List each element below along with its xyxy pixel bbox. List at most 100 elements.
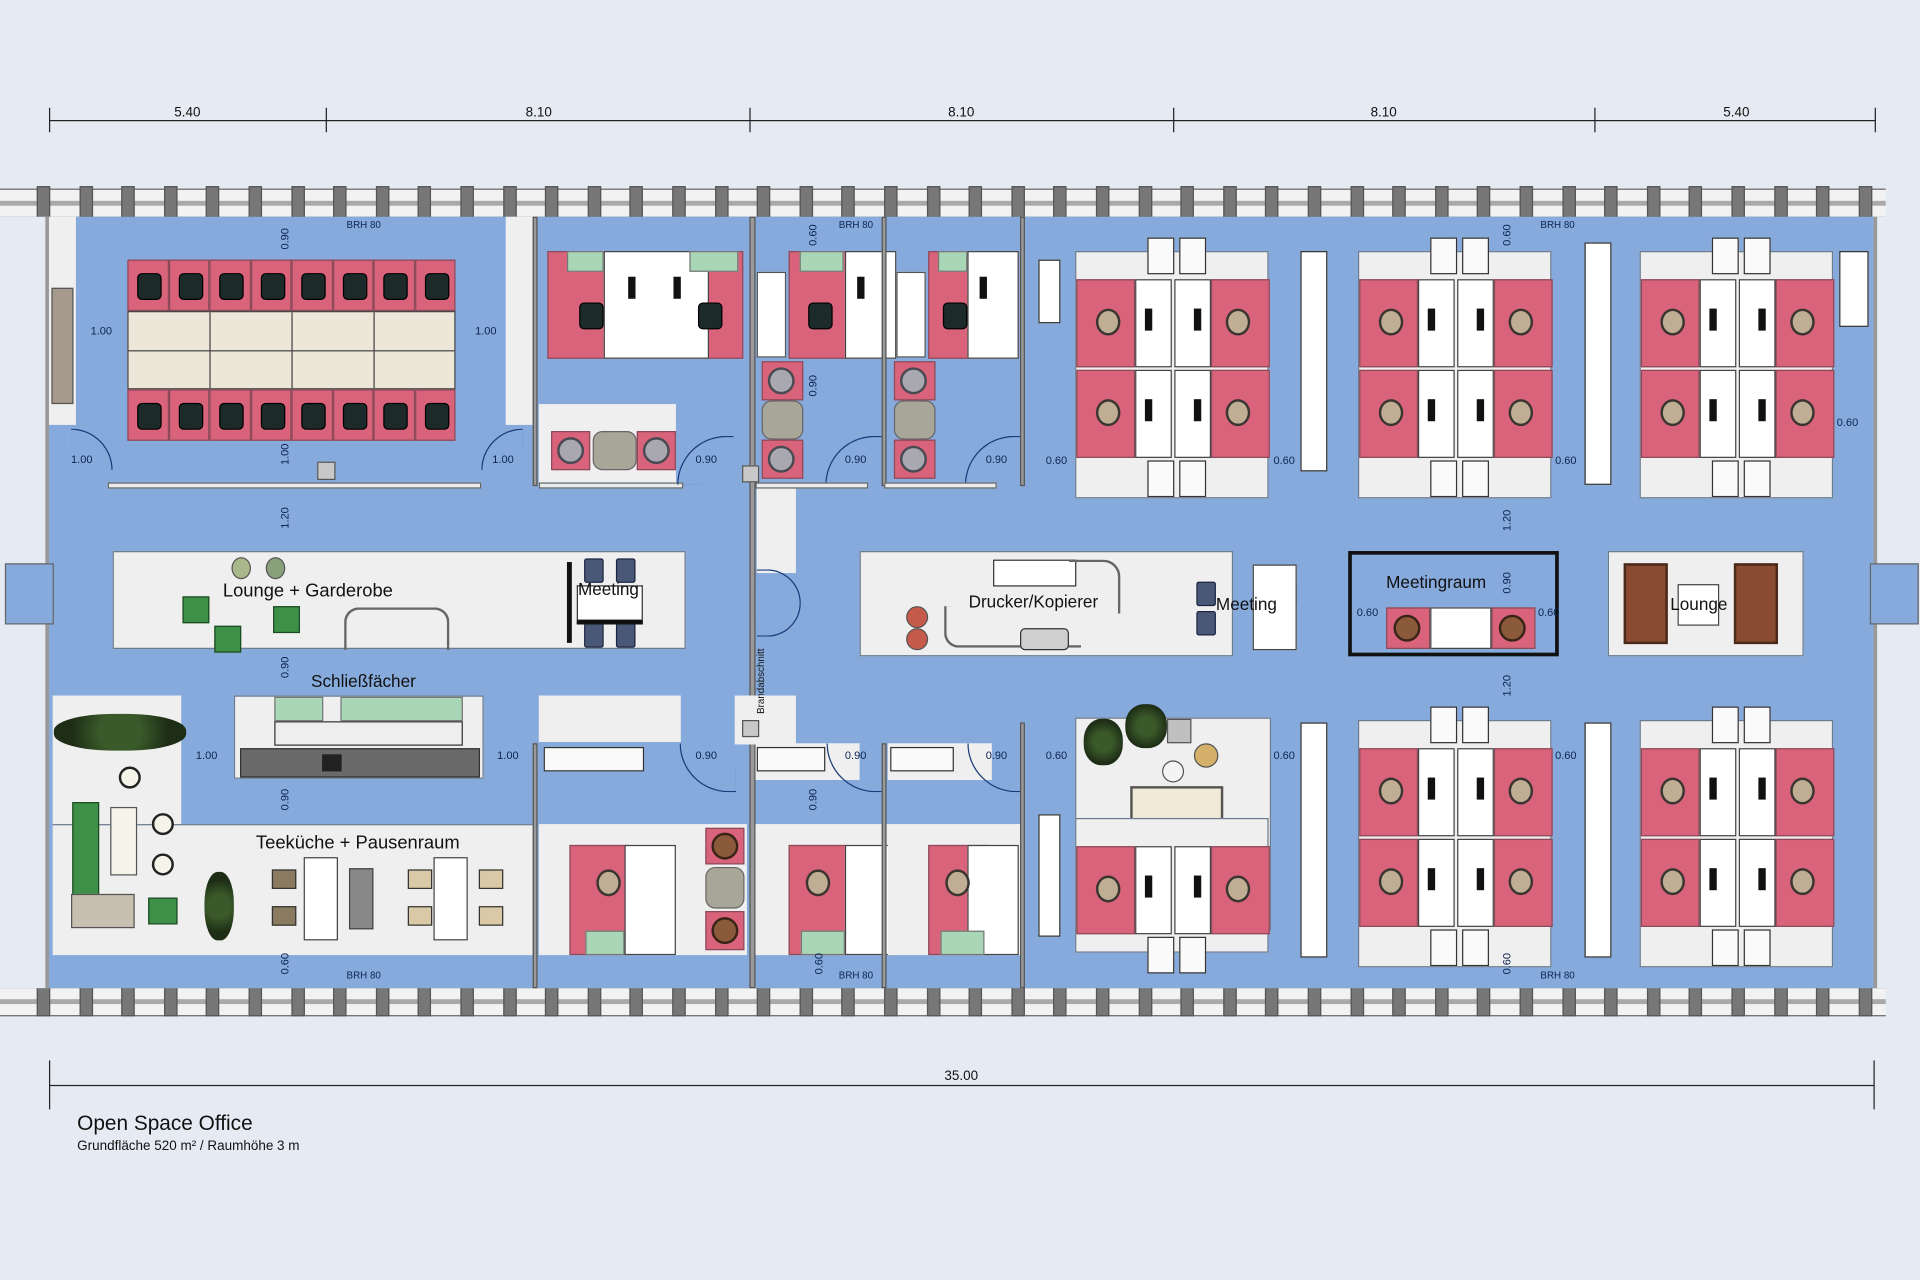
meeting-table — [576, 585, 643, 625]
column-pillar — [1307, 984, 1322, 1017]
conference-chair-icon — [219, 402, 244, 430]
clearance-label: 0.60 — [812, 952, 826, 975]
lounge-chair-icon — [900, 367, 927, 395]
column-pillar — [1604, 984, 1618, 1017]
room-label: Meeting — [1215, 593, 1277, 614]
column-pillar — [1773, 984, 1788, 1017]
column-pillar — [968, 186, 983, 218]
parapet-height-label: BRH 80 — [1540, 219, 1575, 231]
column-pillar — [1392, 186, 1406, 218]
column-pillar — [1773, 186, 1788, 218]
clearance-label: 1.00 — [497, 749, 519, 762]
lounge-chair-icon — [642, 437, 670, 465]
column-pillar — [1858, 186, 1873, 218]
shelf-unit — [1584, 242, 1612, 485]
parapet-height-label: BRH 80 — [346, 969, 381, 981]
parapet-height-label: BRH 80 — [838, 219, 874, 231]
clearance-label: 0.90 — [278, 228, 292, 250]
column-pillar — [206, 186, 220, 218]
monitor-icon — [1758, 868, 1766, 891]
clearance-label: 1.20 — [278, 507, 292, 529]
column-pillar — [1223, 186, 1237, 218]
column-pillar — [1095, 984, 1110, 1017]
lounge-seat-icon — [148, 897, 178, 925]
entrance-left[interactable] — [4, 563, 54, 625]
clearance-label: 0.60 — [1500, 952, 1514, 975]
plant-icon — [204, 871, 234, 941]
dining-table — [303, 857, 338, 941]
column-pillar — [1053, 186, 1068, 218]
office-chair-icon — [1508, 777, 1534, 805]
clearance-label: 0.60 — [1356, 606, 1379, 619]
lockers — [233, 695, 484, 779]
lounge-chair-icon — [767, 445, 795, 473]
conference-chair-icon — [178, 402, 203, 430]
office-chair-icon — [1095, 875, 1121, 903]
column-pillar — [1561, 984, 1576, 1017]
column-pillar — [756, 984, 771, 1017]
office-chair-icon — [1790, 308, 1815, 336]
workstation-cluster — [1075, 817, 1270, 974]
column-pillar — [1053, 984, 1068, 1017]
entrance-right[interactable] — [1869, 563, 1919, 625]
monitor-icon — [1144, 308, 1153, 331]
room-label: Lounge + Garderobe — [222, 580, 393, 602]
column-pillar — [1265, 186, 1279, 218]
column-pillar — [1138, 984, 1152, 1017]
printer-icon — [1020, 628, 1069, 651]
drawing-subtitle: Grundfläche 520 m² / Raumhöhe 3 m — [77, 1138, 300, 1154]
office-chair-icon — [808, 302, 833, 330]
conference-chair-icon — [137, 402, 162, 430]
column-pillar — [1434, 984, 1449, 1017]
monitor-icon — [1427, 399, 1436, 422]
clearance-label: 0.60 — [1045, 749, 1068, 762]
column-pillar — [545, 984, 559, 1017]
clearance-label: 0.90 — [278, 788, 292, 811]
dining-table — [433, 857, 468, 941]
sideboard — [51, 287, 74, 405]
column-pillar — [926, 186, 940, 218]
office-chair-icon — [942, 302, 968, 330]
office-chair-icon — [1508, 868, 1534, 896]
shelf-unit — [1038, 814, 1061, 937]
column-pillar — [1095, 186, 1110, 218]
column-pillar — [587, 186, 601, 218]
office-chair-icon — [1660, 868, 1685, 896]
column-pillar — [1350, 984, 1364, 1017]
office-chair-icon — [1378, 399, 1404, 427]
shelf-unit — [1300, 251, 1328, 472]
column-pillar — [1816, 186, 1830, 218]
column-pillar — [1180, 984, 1195, 1017]
clearance-label: 1.00 — [195, 749, 218, 762]
conference-chair-icon — [301, 402, 326, 430]
conference-table — [127, 311, 456, 390]
column-pillar — [545, 186, 559, 218]
column-pillar — [1180, 186, 1195, 218]
office-chair-icon — [1790, 777, 1815, 805]
column-pillar — [1011, 186, 1025, 218]
conference-chair-icon — [342, 273, 367, 301]
shelf-unit — [1584, 722, 1612, 958]
column-pillar — [163, 984, 178, 1017]
column-pillar — [206, 984, 220, 1017]
column-pillar — [1646, 186, 1661, 218]
clearance-label: 1.20 — [1500, 509, 1514, 532]
column-pillar — [1689, 984, 1703, 1017]
monitor-icon — [1476, 868, 1485, 891]
monitor-icon — [1193, 399, 1202, 422]
monitor-icon — [1709, 308, 1717, 331]
monitor-icon — [1427, 777, 1436, 800]
column-pillar — [1561, 186, 1576, 218]
column-pillar — [333, 984, 347, 1017]
fire-wall — [749, 216, 756, 989]
column-pillar — [841, 186, 856, 218]
coat-rack — [344, 607, 450, 651]
parapet-height-label: BRH 80 — [346, 219, 381, 231]
column-pillar — [1731, 984, 1745, 1017]
total-width-label: 35.00 — [944, 1068, 979, 1084]
plant-icon — [1083, 718, 1123, 766]
glass-partition — [107, 482, 482, 489]
column-pillar — [290, 984, 305, 1017]
clearance-label: 0.60 — [1045, 454, 1068, 467]
lounge-seat-icon — [214, 625, 242, 653]
